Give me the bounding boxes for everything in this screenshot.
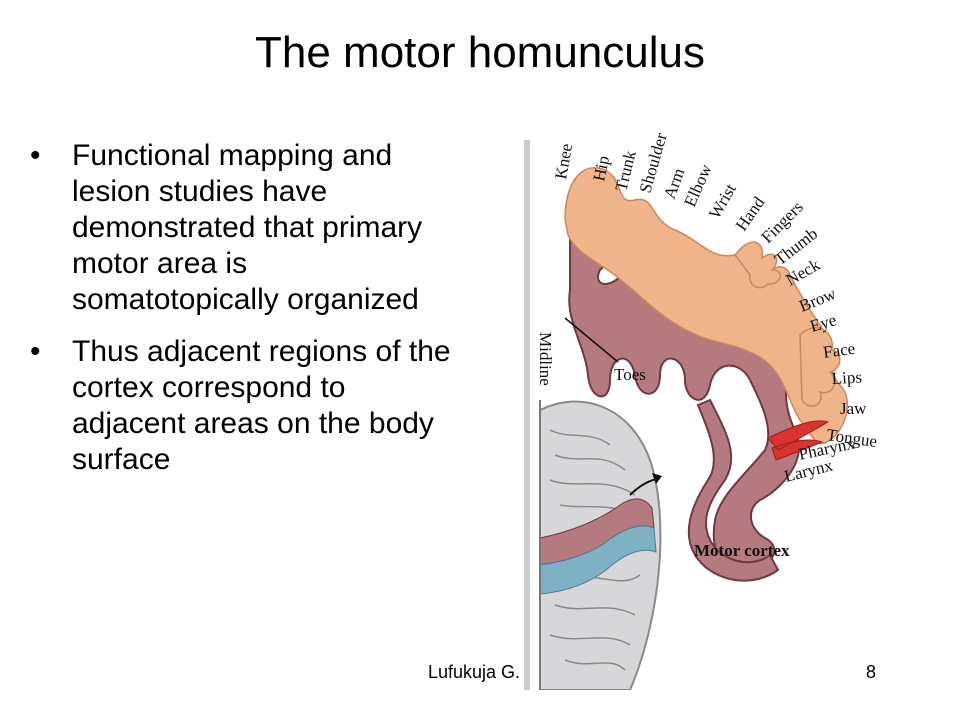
- homunculus-tongue-icon: [767, 420, 830, 461]
- slide-title: The motor homunculus: [255, 28, 705, 77]
- label-jaw: Jaw: [840, 399, 867, 418]
- bullet-item: • Thus adjacent regions of the cortex co…: [30, 334, 460, 478]
- homunculus-face-icon: [799, 327, 841, 407]
- bullet-list: • Functional mapping and lesion studies …: [30, 138, 460, 494]
- bullet-dot-icon: •: [30, 335, 41, 368]
- label-lips: Lips: [831, 367, 862, 388]
- label-face: Face: [822, 339, 856, 362]
- label-motor-cortex: Motor cortex: [694, 541, 790, 560]
- label-toes: Toes: [614, 365, 646, 384]
- bullet-text: Functional mapping and lesion studies ha…: [72, 139, 423, 316]
- bullet-text: Thus adjacent regions of the cortex corr…: [72, 335, 451, 476]
- label-knee: Knee: [551, 142, 576, 181]
- motor-homunculus-figure: Knee Hip Trunk Shoulder Arm Elbow Wrist …: [524, 131, 878, 690]
- figure-edge-strip: [524, 140, 530, 690]
- homunculus-hand-icon: [734, 241, 781, 289]
- toes-pointer-line: [564, 317, 619, 363]
- label-midline: Midline: [536, 332, 555, 386]
- cortex-lower-fold: [687, 398, 780, 582]
- label-wrist: Wrist: [705, 180, 740, 222]
- slide-page-number: 8: [866, 662, 877, 682]
- label-hip: Hip: [589, 154, 613, 183]
- footer-author: Lufukuja G.: [428, 662, 521, 682]
- pointer-arrowhead: [652, 473, 662, 484]
- brain-gyri: [549, 429, 641, 671]
- bullet-dot-icon: •: [30, 139, 41, 172]
- brain-sensory-strip-blue: [539, 525, 657, 595]
- bullet-item: • Functional mapping and lesion studies …: [30, 138, 460, 318]
